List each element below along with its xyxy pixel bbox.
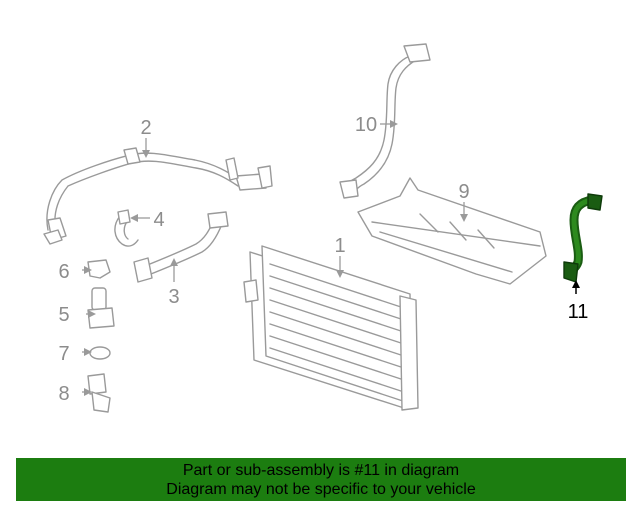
callout-8: 8 — [58, 383, 69, 405]
part-4-small-hose[interactable] — [114, 209, 139, 247]
callout-9: 9 — [458, 181, 469, 203]
callout-5: 5 — [58, 304, 69, 326]
part-1-radiator[interactable] — [243, 245, 419, 411]
part-6-bracket[interactable] — [87, 259, 111, 279]
banner-line-part-number: Part or sub-assembly is #11 in diagram — [182, 462, 460, 479]
part-11-lower-hose[interactable] — [563, 193, 603, 283]
callout-4: 4 — [153, 209, 164, 231]
part-10-upper-hose[interactable] — [339, 43, 431, 199]
part-5-pump[interactable] — [87, 287, 115, 329]
banner-line-disclaimer: Diagram may not be specific to your vehi… — [166, 481, 476, 498]
part-2-heater-hose[interactable] — [43, 147, 273, 245]
callout-3: 3 — [168, 286, 179, 308]
part-9-deflector[interactable] — [357, 177, 547, 285]
callout-2: 2 — [140, 117, 151, 139]
callout-1: 1 — [334, 235, 345, 257]
leader-arrowheads — [84, 120, 580, 396]
callout-11: 11 — [568, 301, 589, 323]
callout-6: 6 — [58, 261, 69, 283]
part-8-connector[interactable] — [87, 373, 111, 413]
part-3-hose[interactable] — [133, 211, 229, 283]
callout-7: 7 — [58, 343, 69, 365]
part-7-clamp[interactable] — [89, 346, 111, 360]
callout-10: 10 — [355, 114, 377, 136]
part-info-banner: Part or sub-assembly is #11 in diagram D… — [16, 458, 626, 501]
